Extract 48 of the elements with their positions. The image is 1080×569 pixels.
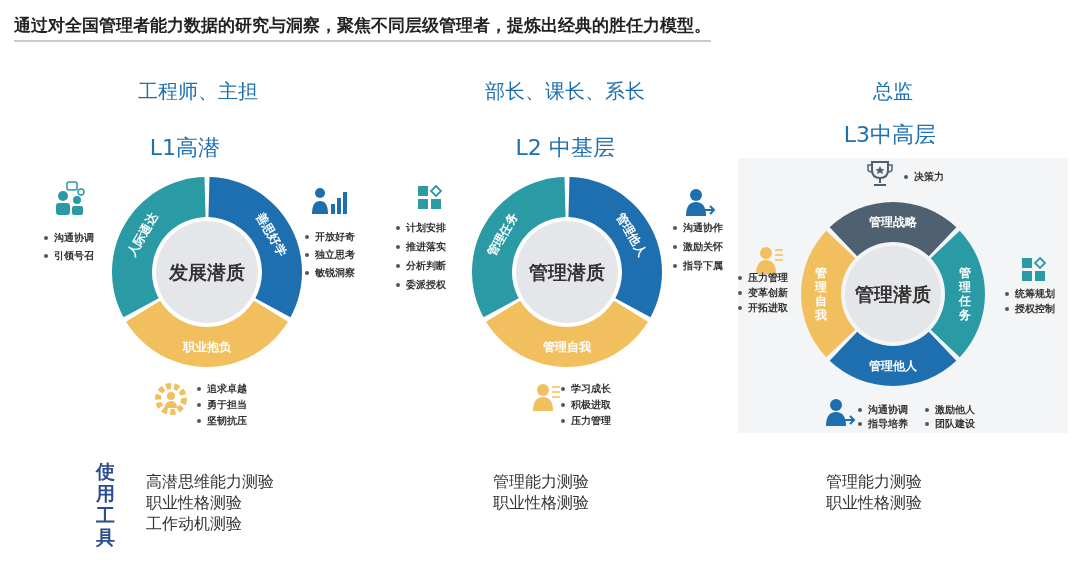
bullet-item: 指导下属: [673, 259, 723, 273]
bullet-item: 授权控制: [1005, 302, 1055, 316]
bullet-item: 引领号召: [44, 249, 94, 263]
bullet-item: 敏锐洞察: [305, 266, 355, 280]
bullet-item: 决策力: [904, 170, 944, 184]
bullet-item: 计划安排: [396, 221, 446, 235]
bullet-item: 沟通协调: [44, 231, 94, 245]
tool-name: 职业性格测验: [826, 493, 922, 514]
level-heading: L3中高层: [843, 121, 937, 149]
level-heading: L1高潜: [149, 134, 221, 162]
bullet-item: 坚韧抗压: [197, 414, 247, 428]
tool-name: 工作动机测验: [146, 514, 242, 535]
bullet-item: 团队建设: [925, 417, 975, 431]
bullet-item: 追求卓越: [197, 382, 247, 396]
tool-name: 职业性格测验: [146, 493, 242, 514]
ring-segment: 管理自我: [486, 300, 648, 367]
role-heading: 部长、课长、系长: [485, 78, 645, 105]
bullet-item: 指导培养: [858, 417, 908, 431]
tool-name: 职业性格测验: [493, 493, 589, 514]
role-heading: 工程师、主担: [138, 78, 258, 105]
bullet-item: 委派授权: [396, 278, 446, 292]
bullet-item: 沟通协作: [673, 221, 723, 235]
bullet-item: 开放好奇: [305, 230, 355, 244]
bullet-item: 开拓进取: [738, 301, 788, 315]
ring-segment: 管理自我: [801, 230, 856, 358]
bullet-item: 学习成长: [561, 382, 611, 396]
ring-segment: 管理任务: [930, 230, 985, 358]
bullet-item: 统筹规划: [1005, 287, 1055, 301]
tool-name: 高潜思维能力测验: [146, 472, 274, 493]
bullet-item: 压力管理: [738, 271, 788, 285]
section-label: 使用工具: [96, 460, 116, 548]
bullet-item: 变革创新: [738, 286, 788, 300]
tool-name: 管理能力测验: [826, 472, 922, 493]
bullet-item: 分析判断: [396, 259, 446, 273]
bullet-item: 激励他人: [925, 403, 975, 417]
tool-name: 管理能力测验: [493, 472, 589, 493]
bullet-item: 推进落实: [396, 240, 446, 254]
bullet-item: 独立思考: [305, 248, 355, 262]
ring-segment: 职业抱负: [126, 300, 288, 367]
bullet-item: 积极进取: [561, 398, 611, 412]
level-heading: L2 中基层: [515, 134, 615, 162]
ring-segment: 管理他人: [829, 331, 957, 386]
role-heading: 总监: [873, 78, 913, 105]
bullet-item: 激励关怀: [673, 240, 723, 254]
bullet-item: 沟通协调: [858, 403, 908, 417]
bullet-item: 压力管理: [561, 414, 611, 428]
bullet-item: 勇于担当: [197, 398, 247, 412]
title: 通过对全国管理者能力数据的研究与洞察，聚焦不同层级管理者，提炼出经典的胜任力模型。: [14, 14, 711, 42]
